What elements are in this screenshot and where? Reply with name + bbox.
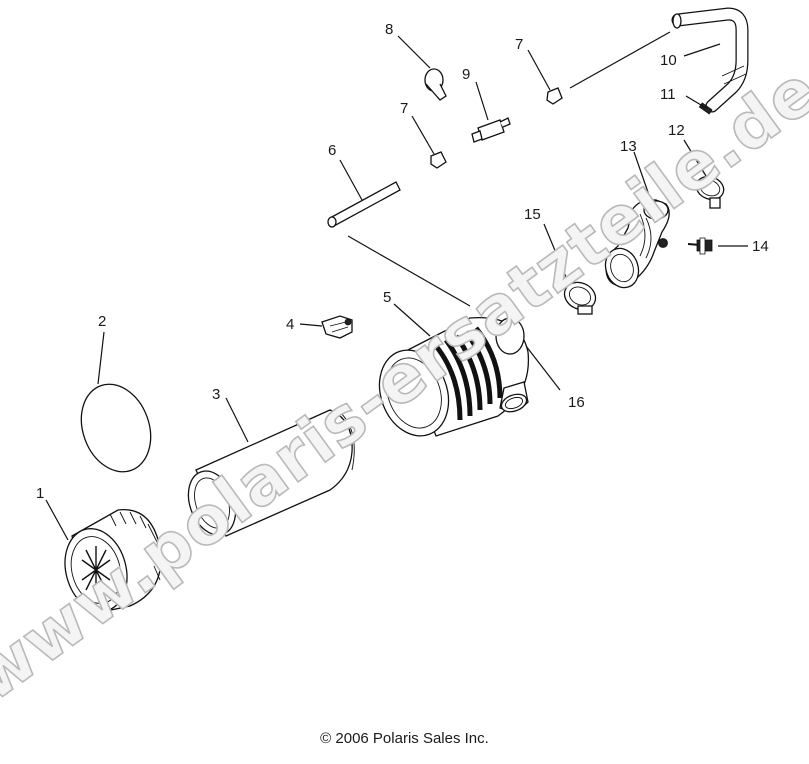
leader-lines [45, 31, 748, 541]
callout-12: 12 [668, 122, 685, 139]
part-1-end-cap [64, 509, 163, 615]
callout-6: 6 [328, 142, 336, 159]
part-5-airbox-housing [378, 316, 530, 437]
watermark-text: www.polaris-ersatzteile.de [0, 51, 809, 716]
callout-10: 10 [660, 52, 677, 69]
callout-15: 15 [524, 206, 541, 223]
part-8-clip [424, 68, 447, 101]
copyright-notice: © 2006 Polaris Sales Inc. [320, 730, 489, 747]
callout-2: 2 [98, 313, 106, 330]
part-10-breather-hose [671, 7, 749, 113]
callout-11: 11 [660, 86, 676, 103]
callout-5: 5 [383, 289, 391, 306]
callout-4: 4 [286, 316, 294, 333]
part-7-fitting-b [546, 87, 563, 105]
callout-16: 16 [568, 394, 585, 411]
callout-3: 3 [212, 386, 220, 403]
part-3-filter-element [187, 409, 355, 537]
part-14-fitting [687, 237, 713, 255]
part-9-check-valve [471, 117, 511, 143]
callout-9: 9 [462, 66, 470, 83]
part-7-fitting-a [430, 151, 447, 169]
callout-14: 14 [752, 238, 769, 255]
callout-numbers: 1 2 3 4 5 6 7 7 8 9 10 11 12 13 14 15 16 [36, 21, 769, 502]
callout-7-right: 7 [515, 36, 523, 53]
callout-13: 13 [620, 138, 637, 155]
part-6-tube [327, 181, 401, 228]
part-4-bracket [321, 315, 353, 339]
callout-8: 8 [385, 21, 393, 38]
part-12-hose-clamp [695, 175, 725, 209]
part-2-gasket [80, 383, 152, 473]
callout-7-left: 7 [400, 100, 408, 117]
part-13-intake-duct [604, 199, 670, 289]
part-15-clamp [563, 281, 597, 315]
callout-1: 1 [36, 485, 44, 502]
